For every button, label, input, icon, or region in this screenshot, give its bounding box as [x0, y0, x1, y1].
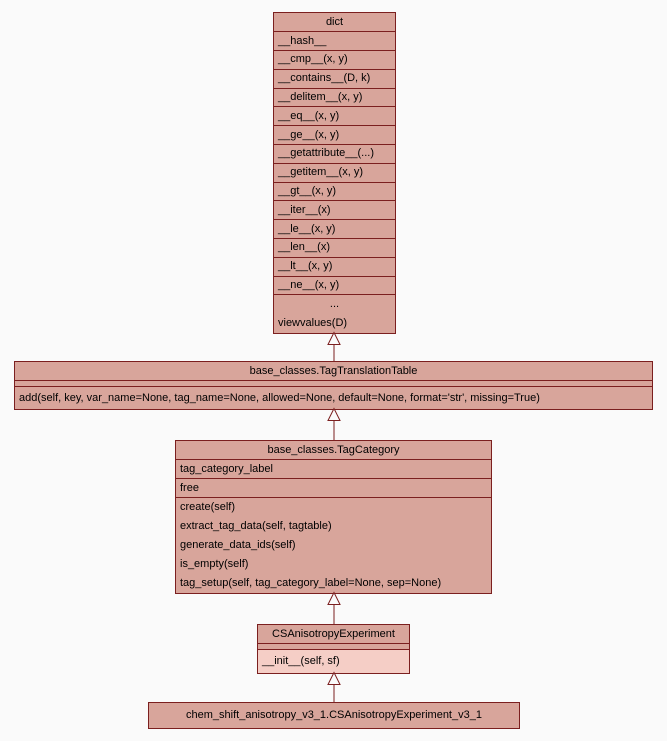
class-box-cs-anisotropy-experiment: CSAnisotropyExperiment __init__(self, sf…	[257, 624, 410, 674]
class-box-tag-category: base_classes.TagCategory tag_category_la…	[175, 440, 492, 594]
class-box-tag-translation-table: base_classes.TagTranslationTable add(sel…	[14, 361, 653, 410]
class-title: dict	[274, 13, 395, 32]
empty-attributes-compartment	[15, 381, 652, 387]
method-row: __ge__(x, y)	[274, 126, 395, 145]
class-title: CSAnisotropyExperiment	[258, 625, 409, 644]
method-row: __delitem__(x, y)	[274, 89, 395, 108]
method-row: add(self, key, var_name=None, tag_name=N…	[19, 391, 540, 404]
class-title: chem_shift_anisotropy_v3_1.CSAnisotropyE…	[186, 709, 482, 721]
attribute-row: tag_category_label	[176, 460, 491, 479]
method-row: __gt__(x, y)	[274, 183, 395, 202]
method-row: __init__(self, sf)	[258, 650, 409, 673]
method-row: extract_tag_data(self, tagtable)	[180, 520, 332, 532]
method-row: __le__(x, y)	[274, 220, 395, 239]
method-row: __getattribute__(...)	[274, 145, 395, 164]
method-row: viewvalues(D)	[278, 317, 348, 330]
method-row: __cmp__(x, y)	[274, 51, 395, 70]
attribute-row: free	[176, 479, 491, 498]
inheritance-arrow-csanisotropyexperiment-to-tagcategory	[327, 591, 341, 624]
method-row: __getitem__(x, y)	[274, 164, 395, 183]
method-row: create(self)	[180, 501, 236, 513]
inheritance-arrow-tagcategory-to-tagtranslationtable	[327, 407, 341, 440]
method-row: tag_setup(self, tag_category_label=None,…	[180, 577, 442, 589]
method-row: __eq__(x, y)	[274, 107, 395, 127]
class-box-dict: dict __hash__ __cmp__(x, y) __contains__…	[273, 12, 396, 334]
class-title: base_classes.TagTranslationTable	[15, 362, 652, 381]
attribute-row: __hash__	[274, 32, 395, 51]
method-row: is_empty(self)	[180, 558, 249, 570]
inheritance-arrow-tagtranslationtable-to-dict	[327, 331, 341, 361]
class-title: base_classes.TagCategory	[176, 441, 491, 460]
method-row: __len__(x)	[274, 239, 395, 258]
method-row: generate_data_ids(self)	[180, 539, 296, 551]
method-row: __lt__(x, y)	[274, 258, 395, 277]
empty-attributes-compartment	[258, 644, 409, 650]
inheritance-arrow-csanisotropyexperiment-v3-1-to-csanisotropyexperiment	[327, 671, 341, 702]
method-row: __contains__(D, k)	[274, 70, 395, 89]
class-box-cs-anisotropy-experiment-v3-1: chem_shift_anisotropy_v3_1.CSAnisotropyE…	[148, 702, 520, 729]
method-row: __ne__(x, y)	[274, 277, 395, 296]
ellipsis-row: ...	[329, 298, 340, 311]
method-row: __iter__(x)	[274, 201, 395, 221]
